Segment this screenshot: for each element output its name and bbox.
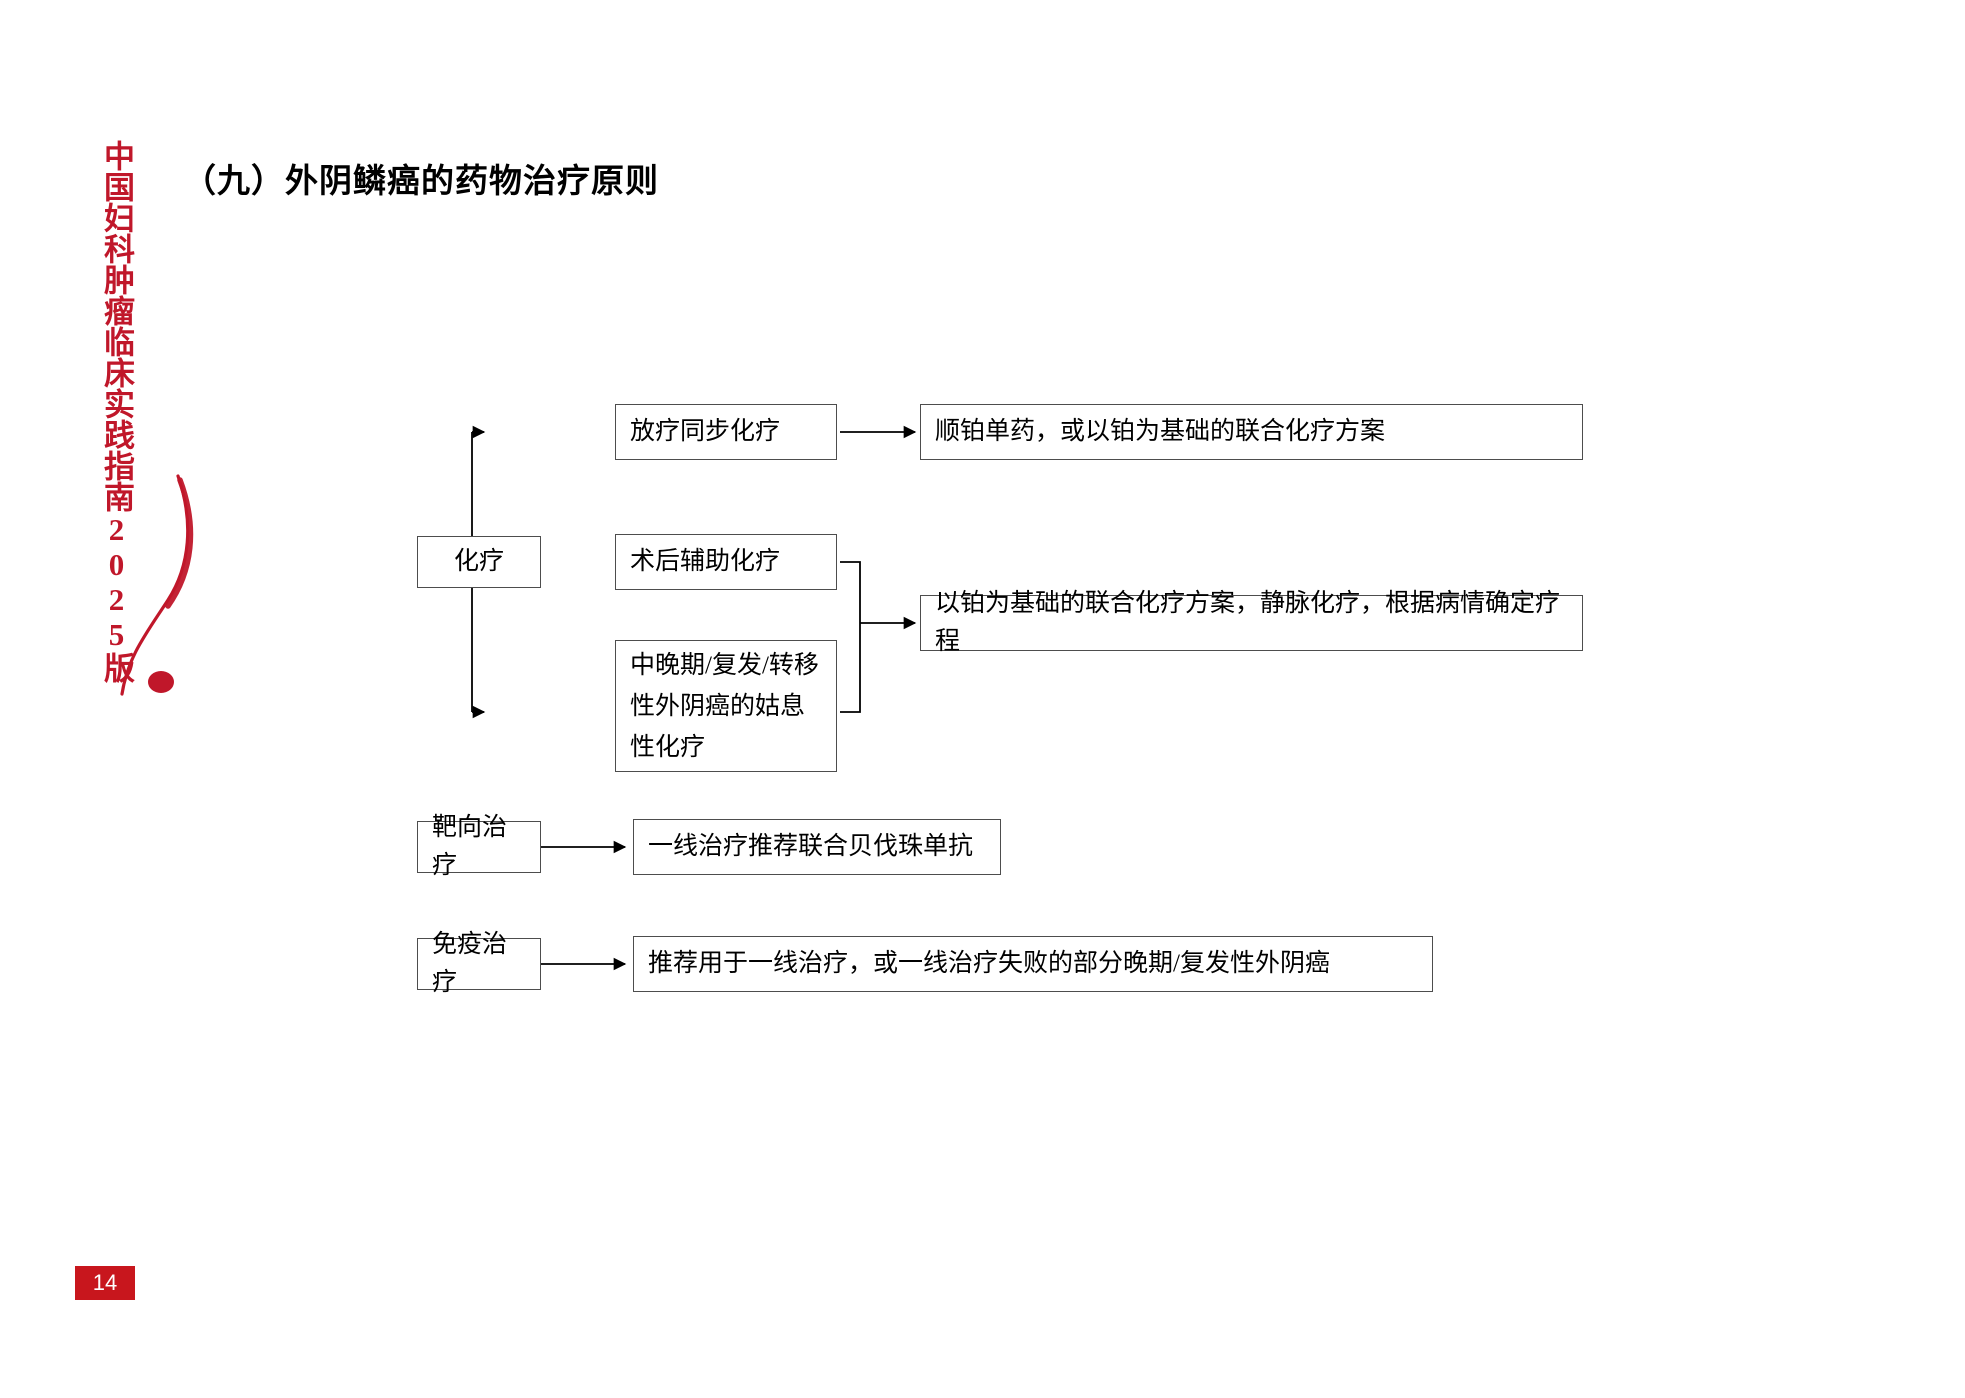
red-swoosh-decoration (120, 474, 194, 696)
page-title: （九）外阴鳞癌的药物治疗原则 (183, 164, 659, 200)
node-immunotherapy[interactable]: 免疫治疗 (417, 931, 541, 996)
page-number-badge: 14 (75, 1266, 135, 1300)
spine-title-vertical: 中国妇科肿瘤临床实践指南2025版 (99, 140, 134, 683)
node-adjuvant-chemotherapy[interactable]: 术后辅助化疗 (615, 534, 837, 590)
node-cisplatin-regimen-detail[interactable]: 顺铂单药，或以铂为基础的联合化疗方案 (920, 404, 1583, 460)
node-targeted-therapy[interactable]: 靶向治疗 (417, 814, 541, 879)
book-spine-banner: 中国妇科肿瘤临床实践指南2025版 (88, 140, 194, 696)
node-platinum-regimen-detail[interactable]: 以铂为基础的联合化疗方案，静脉化疗，根据病情确定疗程 (920, 590, 1583, 655)
node-targeted-therapy-detail[interactable]: 一线治疗推荐联合贝伐珠单抗 (633, 819, 1001, 875)
node-concurrent-chemoradiation[interactable]: 放疗同步化疗 (615, 404, 837, 460)
node-palliative-chemotherapy[interactable]: 中晚期/复发/转移 性外阴癌的姑息 性化疗 (615, 640, 837, 772)
node-immunotherapy-detail[interactable]: 推荐用于一线治疗，或一线治疗失败的部分晚期/复发性外阴癌 (633, 936, 1433, 992)
node-chemotherapy[interactable]: 化疗 (417, 536, 541, 588)
